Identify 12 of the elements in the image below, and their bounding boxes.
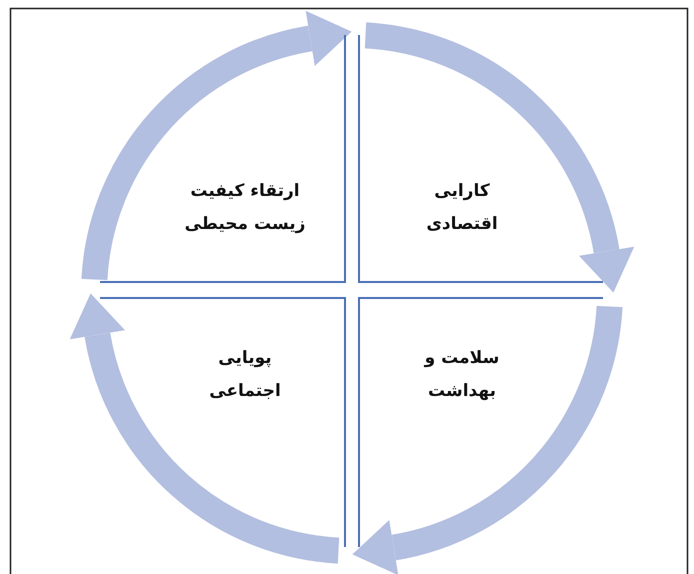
cycle-arrow [352, 305, 623, 574]
quadrant-panel [358, 35, 603, 283]
quadrant-label: پویایی اجتماعی [208, 347, 282, 403]
cycle-arrow [364, 22, 634, 292]
cycle-arrow [81, 11, 352, 281]
quadrant-label: ارتقاء کیفیت زیست محیطی [184, 180, 306, 236]
cycle-arrow [70, 294, 340, 564]
quadrant-label: کارایی اقتصادی [425, 180, 499, 236]
quadrant-panel [100, 297, 346, 547]
quadrant-panel [358, 297, 603, 547]
quadrant-label: سلامت و بهداشت [423, 347, 500, 403]
quadrant-panel [100, 35, 346, 283]
